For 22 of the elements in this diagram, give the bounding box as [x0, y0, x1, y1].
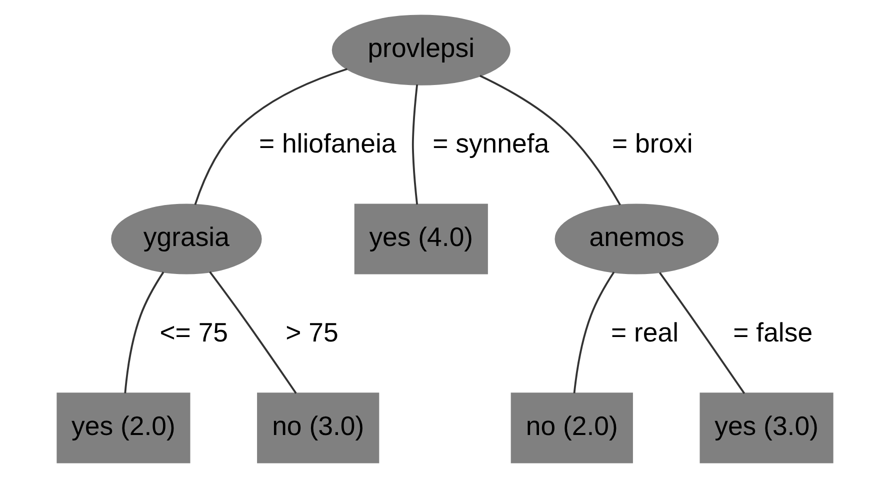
connector	[572, 272, 614, 394]
node-box: yes (4.0)	[354, 204, 488, 274]
connector	[194, 68, 347, 205]
edge-label: > 75	[285, 317, 338, 348]
node-ellipse: ygrasia	[110, 204, 262, 274]
edge-label: = false	[732, 317, 812, 348]
connector	[208, 271, 296, 394]
node-box: no (2.0)	[510, 392, 632, 464]
edge-label: <= 75	[159, 317, 228, 348]
edge-label: = broxi	[611, 128, 692, 159]
connector	[411, 84, 418, 205]
edge-label: = synnefa	[432, 128, 549, 159]
connector	[124, 272, 164, 394]
connector	[479, 74, 620, 206]
connector	[658, 272, 745, 394]
node-box: yes (3.0)	[699, 392, 833, 464]
node-box: no (3.0)	[256, 392, 379, 464]
node-box: yes (2.0)	[56, 392, 190, 464]
node-ellipse: anemos	[554, 204, 718, 274]
edge-label: = hliofaneia	[258, 128, 396, 159]
node-ellipse: provlepsi	[331, 14, 510, 86]
edge-label: = real	[610, 317, 678, 348]
